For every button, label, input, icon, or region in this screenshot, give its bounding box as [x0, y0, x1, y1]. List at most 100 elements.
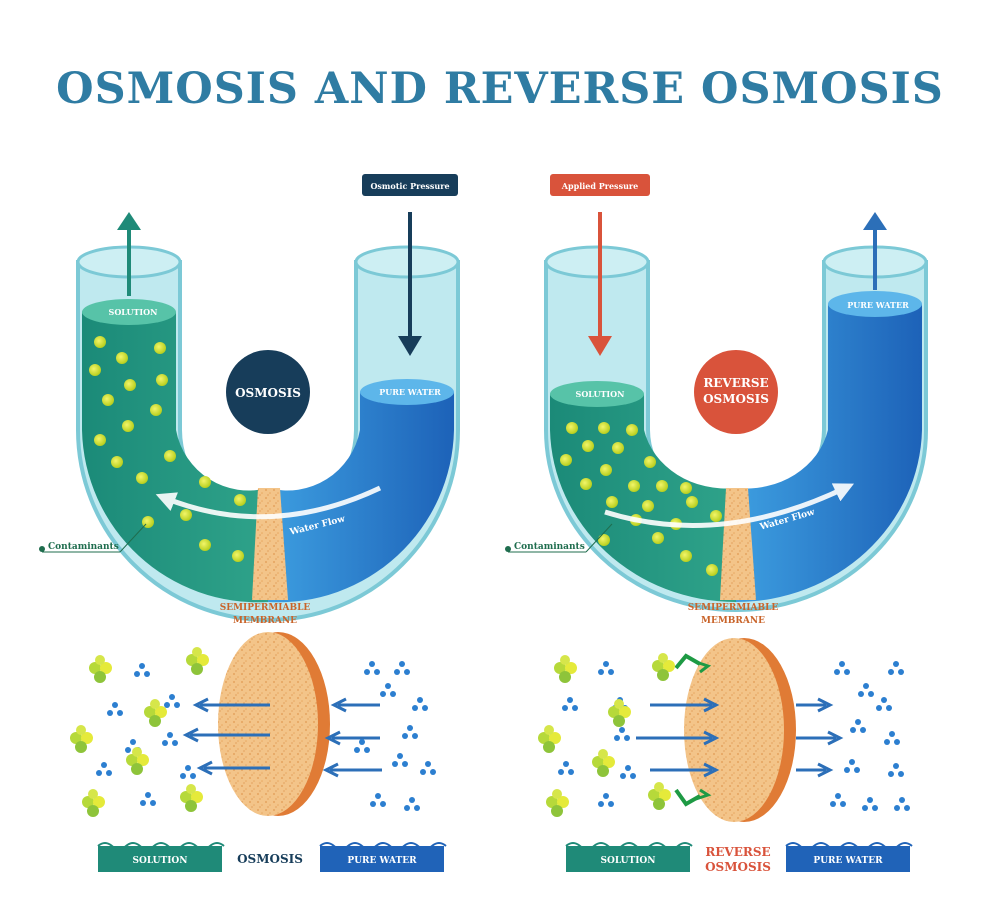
reverse-contaminants-callout: Contaminants: [505, 523, 613, 553]
molecule-icon: [598, 793, 614, 807]
contaminant-icon: [199, 476, 211, 488]
contaminant-icon: [156, 374, 168, 386]
contaminant-icon: [82, 789, 105, 817]
contaminant-icon: [648, 782, 671, 810]
osmosis-contaminants: [89, 336, 246, 562]
osmosis-pure-water-label: PURE WATER: [379, 387, 441, 397]
molecule-icon: [394, 661, 410, 675]
molecule-icon: [598, 661, 614, 675]
reverse-bar-center-label-1: REVERSE: [705, 845, 770, 859]
molecule-icon: [164, 694, 180, 708]
reverse-osmosis-u-tube: [544, 245, 928, 612]
molecule-icon: [162, 732, 178, 746]
arrow-down-icon: [398, 212, 422, 356]
molecule-icon: [404, 797, 420, 811]
water-flow-arrow-icon: [604, 483, 855, 528]
osmotic-pressure-label: Osmotic Pressure: [370, 181, 449, 191]
contaminant-icon: [592, 749, 615, 777]
reverse-membrane-label-2: MEMBRANE: [701, 616, 765, 626]
arrow-down-icon: [588, 212, 612, 356]
osmosis-bar-right-label: PURE WATER: [347, 856, 417, 866]
contaminant-icon: [89, 655, 112, 683]
molecule-icon: [180, 765, 196, 779]
osmosis-membrane-detail: [182, 632, 382, 816]
molecule-icon: [140, 792, 156, 806]
reverse-osmosis-contaminants: [560, 422, 722, 576]
contaminant-icon: [124, 379, 136, 391]
molecule-icon: [392, 753, 408, 767]
contaminant-icon: [94, 336, 106, 348]
contaminant-icon: [608, 699, 631, 727]
molecule-icon: [364, 661, 380, 675]
contaminant-icon: [116, 352, 128, 364]
reverse-bottom-bars: SOLUTION REVERSE OSMOSIS PURE WATER: [565, 842, 913, 874]
molecule-icon: [888, 763, 904, 777]
applied-pressure-label: Applied Pressure: [561, 181, 638, 191]
molecule-icon: [858, 683, 874, 697]
molecule-icon: [96, 762, 112, 776]
reverse-contaminants-label: Contaminants: [514, 542, 585, 552]
osmosis-pure-water-bar: [320, 846, 444, 872]
contaminant-icon: [580, 478, 592, 490]
molecule-icon: [888, 661, 904, 675]
contaminant-icon: [89, 364, 101, 376]
contaminant-icon: [656, 480, 668, 492]
contaminant-icon: [232, 550, 244, 562]
molecule-icon: [354, 739, 370, 753]
osmosis-bottom-bars: SOLUTION OSMOSIS PURE WATER: [97, 842, 447, 872]
reverse-pure-water-label: PURE WATER: [847, 300, 909, 310]
contaminant-icon: [606, 496, 618, 508]
osmosis-contaminants-callout: Contaminants: [39, 523, 147, 553]
contaminant-icon: [126, 747, 149, 775]
contaminant-icon: [111, 456, 123, 468]
molecule-icon: [862, 797, 878, 811]
osmosis-solution-bar: [98, 846, 222, 872]
contaminant-icon: [680, 482, 692, 494]
contaminant-icon: [680, 550, 692, 562]
contaminant-icon: [538, 725, 561, 753]
molecule-icon: [402, 725, 418, 739]
osmosis-u-tube: [76, 245, 460, 622]
contaminant-icon: [706, 564, 718, 576]
contaminant-icon: [710, 510, 722, 522]
reverse-pure-water-bar: [786, 846, 910, 872]
molecule-icon: [620, 765, 636, 779]
reverse-bar-right-label: PURE WATER: [813, 856, 883, 866]
reverse-membrane-detail: [636, 638, 844, 822]
contaminant-icon: [554, 655, 577, 683]
osmosis-water-molecules: [96, 661, 436, 811]
contaminant-icon: [612, 442, 624, 454]
molecule-icon: [876, 697, 892, 711]
osmosis-membrane-label-1: SEMIPERMIABLE: [220, 603, 311, 613]
molecule-icon: [380, 683, 396, 697]
contaminant-icon: [642, 500, 654, 512]
reverse-bar-left-label: SOLUTION: [601, 856, 656, 866]
arrow-up-icon: [863, 212, 887, 290]
contaminant-icon: [652, 532, 664, 544]
molecule-icon: [834, 661, 850, 675]
osmosis-contaminant-clusters: [70, 647, 209, 817]
molecule-icon: [614, 727, 630, 741]
contaminant-icon: [180, 784, 203, 812]
contaminant-icon: [644, 456, 656, 468]
contaminant-icon: [122, 420, 134, 432]
contaminant-icon: [566, 422, 578, 434]
osmosis-badge-label: OSMOSIS: [235, 386, 301, 400]
osmosis-solution-label: SOLUTION: [109, 307, 158, 317]
osmotic-pressure-badge: [362, 174, 458, 196]
reverse-bar-center-label-2: OSMOSIS: [705, 860, 771, 874]
molecule-icon: [830, 793, 846, 807]
contaminant-icon: [652, 653, 675, 681]
molecule-icon: [844, 759, 860, 773]
contaminant-icon: [234, 494, 246, 506]
molecule-icon: [134, 663, 150, 677]
contaminant-icon: [628, 480, 640, 492]
contaminant-icon: [94, 434, 106, 446]
reverse-solution-label: SOLUTION: [576, 389, 625, 399]
molecule-icon: [420, 761, 436, 775]
osmosis-badge: [226, 350, 310, 434]
reverse-badge-label-1: REVERSE: [703, 376, 768, 390]
reverse-solution-bar: [566, 846, 690, 872]
contaminant-icon: [150, 404, 162, 416]
contaminant-icon: [546, 789, 569, 817]
